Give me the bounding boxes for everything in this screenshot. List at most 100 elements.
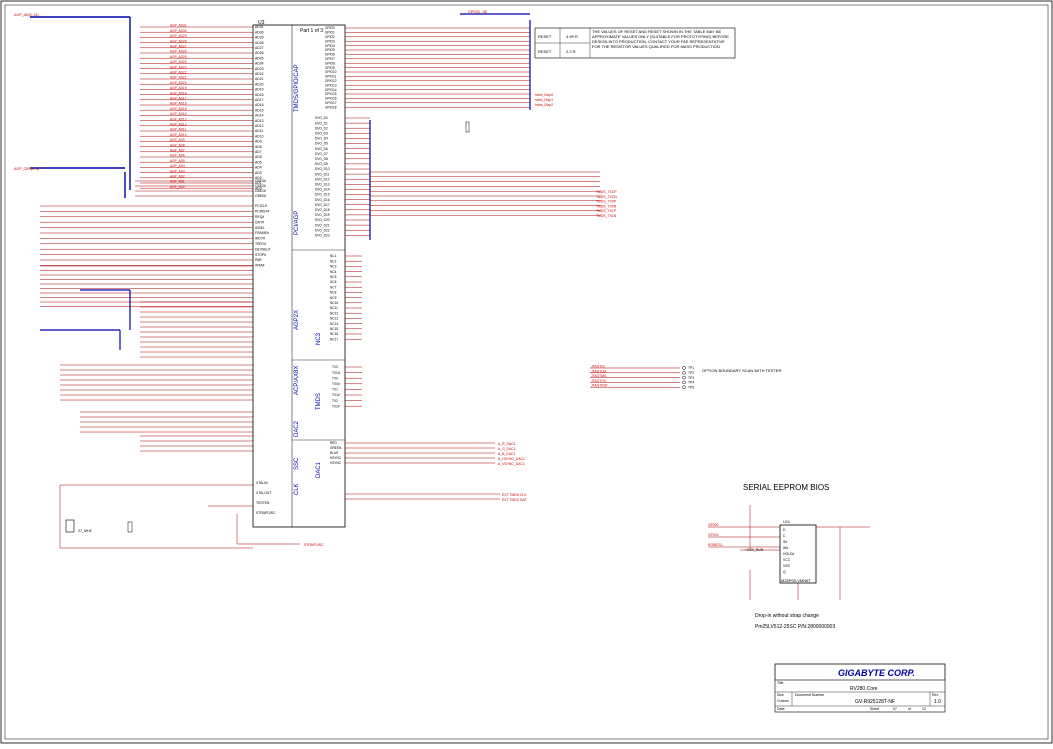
strap-note-box: THE VALUES OF RESET AND RESET SHOWN IN T… bbox=[592, 29, 729, 49]
ad-net-label: AGP_AD19 bbox=[170, 86, 187, 90]
eeprom-part: M25P05-VMN6T bbox=[781, 578, 811, 583]
chip-pin-label: XTALIN bbox=[256, 481, 268, 485]
ad-net-label: AGP_AD21 bbox=[170, 76, 187, 80]
chip-pin-label: AD22 bbox=[255, 72, 264, 76]
chip-pin-label: AD14 bbox=[255, 114, 264, 118]
eeprom-signal-label: GPIO1 bbox=[708, 533, 718, 537]
chip-pin-label: DVO_D8 bbox=[315, 157, 328, 161]
chip-pin-label: NC12 bbox=[330, 311, 338, 315]
chip-pin-label: AD28 bbox=[255, 41, 264, 45]
tmds-net-label: TMDS_TX1N bbox=[596, 214, 617, 218]
rev-value: 1.0 bbox=[934, 699, 941, 705]
sheet-inner-border bbox=[4, 4, 1049, 740]
chip-pin-label: HSYNC bbox=[330, 456, 342, 460]
chip-pin-label: AD2 bbox=[255, 176, 262, 180]
tp-signal-label: JTAGTMS bbox=[591, 374, 607, 378]
test-point-symbol bbox=[682, 371, 686, 375]
chip-pin-label: AD7 bbox=[255, 150, 262, 154]
crystal-label: 27_MHZ bbox=[78, 529, 93, 533]
chip-pin-label: GPIO14 bbox=[325, 88, 337, 92]
chip-pin-label: GPIO1 bbox=[325, 31, 335, 35]
parts-layer bbox=[65, 121, 686, 533]
chip-pin-label: DVO_D14 bbox=[315, 188, 330, 192]
ad-net-label: AGP_AD2 bbox=[170, 175, 185, 179]
doc-label: Document Number bbox=[795, 693, 825, 697]
chip-pin-label: DVO_D22 bbox=[315, 228, 330, 232]
serial-eeprom: SERIAL EEPROM BIOS U11 M25P05-VMN6T Drop… bbox=[743, 483, 835, 630]
tp-ref-label: TP5 bbox=[688, 385, 694, 389]
chip-pin-label: DVO_D12 bbox=[315, 177, 330, 181]
chip-pin-label: AD19 bbox=[255, 88, 264, 92]
ad-net-label: AGP_AD7 bbox=[170, 149, 185, 153]
chip-section-label: ACP/AX8X bbox=[294, 366, 300, 395]
tp-ref-label: TP3 bbox=[688, 376, 694, 380]
chip-pin-label: NC16 bbox=[330, 332, 338, 336]
sheet-value: 07 bbox=[893, 707, 897, 711]
ad-net-label: AGP_AD0 bbox=[170, 185, 185, 189]
chip-pin-label: AD20 bbox=[255, 82, 264, 86]
ad-net-label: AGP_AD17 bbox=[170, 97, 187, 101]
chip-pin-label: DVO_D19 bbox=[315, 213, 330, 217]
dac-net-label: A_VSYNC_DAC1 bbox=[498, 462, 525, 466]
tp-ref-label: TP2 bbox=[688, 371, 694, 375]
chip-pin-label: AD25 bbox=[255, 56, 264, 60]
cbe-bus-label: AGP_CBE[0..3] bbox=[14, 167, 39, 171]
chip-pin-label: DVO_D4 bbox=[315, 137, 328, 141]
strap-row-value: 2.2 R bbox=[566, 49, 576, 54]
hdmi-net-label: hdmi_Dtxp1 bbox=[535, 98, 553, 102]
chip-pin-label: NC14 bbox=[330, 322, 338, 326]
test-points: OPTION BOUNDARY SCAN WITH TESTER bbox=[702, 368, 781, 373]
chip-pin-label: TESTEN bbox=[256, 501, 270, 505]
ad-net-label: AGP_AD11 bbox=[170, 128, 186, 132]
ad-net-label: AGP_AD15 bbox=[170, 107, 187, 111]
chip-pin-label: GPIO9 bbox=[325, 66, 335, 70]
ad-net-label: AGP_AD28 bbox=[170, 39, 187, 43]
gpio-bus-label: GPIO[0..18] bbox=[468, 10, 487, 14]
tp-signal-label: JTAGTDO bbox=[591, 369, 607, 373]
chip-section-label: DAC1 bbox=[316, 461, 322, 478]
chip-pin-label: STOP# bbox=[255, 253, 266, 257]
wires-layer bbox=[30, 13, 870, 600]
chip-pin-label: PCIRST# bbox=[255, 210, 269, 214]
ad-net-label: AGP_AD25 bbox=[170, 55, 187, 59]
chip-section-label: SSC bbox=[294, 457, 300, 470]
chip-pin-label: TXC bbox=[332, 365, 339, 369]
ad-net-label: AGP_AD12 bbox=[170, 123, 187, 127]
eeprom-pin-label: VCC bbox=[783, 558, 791, 562]
title-value: RV280 Core bbox=[850, 686, 878, 692]
chip-section-label: PCI/AGP bbox=[294, 211, 300, 235]
eeprom-pin-label: W# bbox=[783, 546, 788, 550]
chip-pin-label: TRDY# bbox=[255, 242, 266, 246]
chip-pin-label: AD0 bbox=[255, 186, 262, 190]
test-point-symbol bbox=[682, 380, 686, 385]
chip-pin-label: NC17 bbox=[330, 337, 338, 341]
ad-net-label: AGP_AD20 bbox=[170, 81, 187, 85]
chip-pin-label: GPIO5 bbox=[325, 48, 335, 52]
chip-pin-label: AD5 bbox=[255, 160, 262, 164]
eeprom-note: Pm25LV512-25SC P/N:2800000903 bbox=[755, 624, 835, 630]
ad-net-label: AGP_AD30 bbox=[170, 29, 187, 33]
ad-net-label: AGP_AD13 bbox=[170, 117, 187, 121]
chip-pin-label: DVO_D1 bbox=[315, 121, 328, 125]
test-point-symbol bbox=[682, 366, 686, 370]
chip-pin-label: NC8 bbox=[330, 291, 337, 295]
chip-pin-label: NC3 bbox=[330, 265, 337, 269]
ext-tmds-label: EXT TMDS DAT bbox=[502, 498, 527, 502]
chip-pin-label: CBE2# bbox=[255, 184, 266, 188]
eeprom-ref: U11 bbox=[783, 519, 791, 524]
chip-pin-label: DVO_D11 bbox=[315, 172, 330, 176]
chip-pin-label: TX1# bbox=[332, 393, 340, 397]
ad-bus-label: AGP_AD[0..31] bbox=[14, 13, 39, 17]
chip-pin-label: GPIO2 bbox=[325, 35, 335, 39]
chip-pin-label: FRAME# bbox=[255, 231, 269, 235]
chip-pin-label: GPIO13 bbox=[325, 83, 337, 87]
ad-net-label: AGP_AD9 bbox=[170, 138, 185, 142]
chip-pin-label: AD4 bbox=[255, 166, 262, 170]
ad-net-label: AGP_AD31 bbox=[170, 24, 187, 28]
ad-net-label: AGP_AD8 bbox=[170, 143, 185, 147]
chip-pin-label: AD24 bbox=[255, 62, 264, 66]
ad-net-label: AGP_AD27 bbox=[170, 45, 187, 49]
chip-pin-label: DVO_D0 bbox=[315, 116, 328, 120]
chip-pin-label: TXC# bbox=[332, 371, 340, 375]
dac-net-label: A_HSYNC_DAC1 bbox=[498, 457, 525, 461]
